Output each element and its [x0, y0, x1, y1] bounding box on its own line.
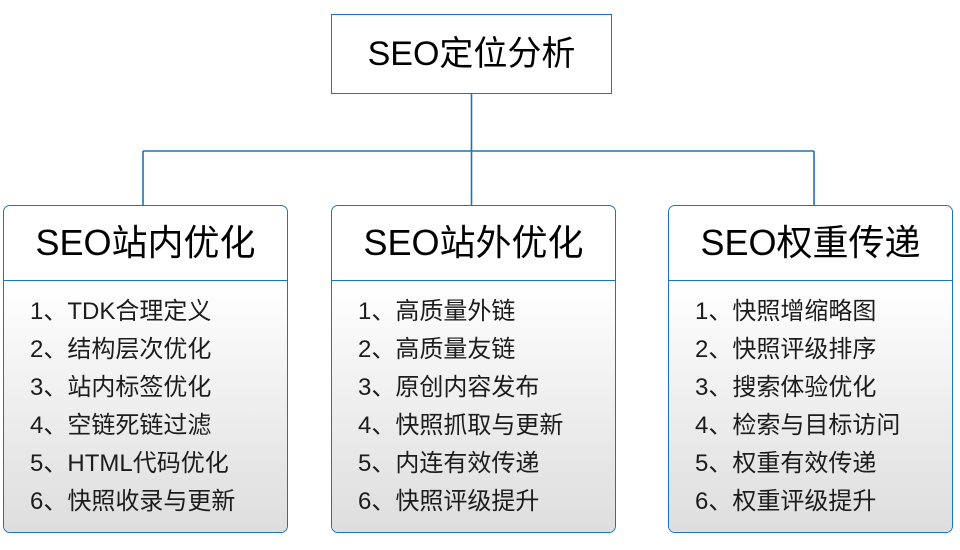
branch-body: 1、快照增缩略图 2、快照评级排序 3、搜索体验优化 4、检索与目标访问 5、权…: [669, 281, 952, 532]
list-item-label: 站内标签优化: [67, 374, 212, 401]
list-item-label: 搜索体验优化: [732, 374, 877, 401]
list-item-number: 1、: [695, 298, 733, 325]
branch-header-title: SEO站内优化: [35, 222, 256, 263]
item-list: 1、快照增缩略图 2、快照评级排序 3、搜索体验优化 4、检索与目标访问 5、权…: [695, 293, 952, 521]
list-item-label: 结构层次优化: [67, 336, 212, 363]
list-item: 2、结构层次优化: [30, 331, 287, 369]
list-item: 6、快照收录与更新: [30, 483, 287, 521]
list-item-label: 原创内容发布: [395, 374, 540, 401]
root-node-title: SEO定位分析: [367, 35, 576, 73]
list-item-label: 高质量友链: [395, 336, 516, 363]
list-item-label: 内连有效传递: [395, 450, 540, 477]
list-item: 2、快照评级排序: [695, 331, 952, 369]
list-item-number: 2、: [358, 336, 396, 363]
list-item-label: 快照收录与更新: [67, 488, 236, 515]
branch-node-seo-onsite: SEO站内优化 1、TDK合理定义 2、结构层次优化 3、站内标签优化 4、空链…: [3, 205, 288, 533]
item-list: 1、高质量外链 2、高质量友链 3、原创内容发布 4、快照抓取与更新 5、内连有…: [358, 293, 615, 521]
list-item: 5、权重有效传递: [695, 445, 952, 483]
list-item-label: 空链死链过滤: [67, 412, 212, 439]
branch-header: SEO站外优化: [332, 206, 615, 281]
list-item: 4、快照抓取与更新: [358, 407, 615, 445]
list-item-label: 快照抓取与更新: [395, 412, 564, 439]
list-item-number: 6、: [695, 488, 733, 515]
list-item-label: 权重有效传递: [732, 450, 877, 477]
list-item: 3、原创内容发布: [358, 369, 615, 407]
branch-header-title: SEO站外优化: [363, 222, 584, 263]
list-item-number: 6、: [30, 488, 68, 515]
list-item: 2、高质量友链: [358, 331, 615, 369]
list-item-number: 1、: [358, 298, 396, 325]
branch-node-seo-weight: SEO权重传递 1、快照增缩略图 2、快照评级排序 3、搜索体验优化 4、检索与…: [668, 205, 953, 533]
list-item-number: 2、: [30, 336, 68, 363]
list-item-label: 快照增缩略图: [732, 298, 877, 325]
list-item: 1、高质量外链: [358, 293, 615, 331]
branch-header: SEO站内优化: [4, 206, 287, 281]
list-item-number: 4、: [30, 412, 68, 439]
list-item: 4、空链死链过滤: [30, 407, 287, 445]
list-item-number: 3、: [358, 374, 396, 401]
list-item-number: 3、: [695, 374, 733, 401]
item-list: 1、TDK合理定义 2、结构层次优化 3、站内标签优化 4、空链死链过滤 5、H…: [30, 293, 287, 521]
list-item: 3、站内标签优化: [30, 369, 287, 407]
list-item: 5、HTML代码优化: [30, 445, 287, 483]
list-item-number: 5、: [358, 450, 396, 477]
list-item-number: 5、: [695, 450, 733, 477]
list-item-label: HTML代码优化: [67, 450, 229, 477]
list-item: 1、快照增缩略图: [695, 293, 952, 331]
root-node: SEO定位分析: [331, 14, 612, 94]
list-item: 5、内连有效传递: [358, 445, 615, 483]
list-item-number: 4、: [358, 412, 396, 439]
branch-body: 1、TDK合理定义 2、结构层次优化 3、站内标签优化 4、空链死链过滤 5、H…: [4, 281, 287, 532]
list-item-label: 权重评级提升: [732, 488, 877, 515]
list-item-number: 5、: [30, 450, 68, 477]
list-item-label: TDK合理定义: [67, 298, 212, 325]
list-item-label: 快照评级提升: [395, 488, 540, 515]
branch-node-seo-offsite: SEO站外优化 1、高质量外链 2、高质量友链 3、原创内容发布 4、快照抓取与…: [331, 205, 616, 533]
list-item-label: 检索与目标访问: [732, 412, 901, 439]
list-item-number: 1、: [30, 298, 68, 325]
list-item: 6、权重评级提升: [695, 483, 952, 521]
list-item-number: 2、: [695, 336, 733, 363]
list-item: 4、检索与目标访问: [695, 407, 952, 445]
list-item-label: 快照评级排序: [732, 336, 877, 363]
branch-header-title: SEO权重传递: [700, 222, 921, 263]
list-item-label: 高质量外链: [395, 298, 516, 325]
list-item-number: 4、: [695, 412, 733, 439]
list-item: 6、快照评级提升: [358, 483, 615, 521]
list-item: 1、TDK合理定义: [30, 293, 287, 331]
list-item-number: 6、: [358, 488, 396, 515]
list-item-number: 3、: [30, 374, 68, 401]
branch-body: 1、高质量外链 2、高质量友链 3、原创内容发布 4、快照抓取与更新 5、内连有…: [332, 281, 615, 532]
list-item: 3、搜索体验优化: [695, 369, 952, 407]
branch-header: SEO权重传递: [669, 206, 952, 281]
